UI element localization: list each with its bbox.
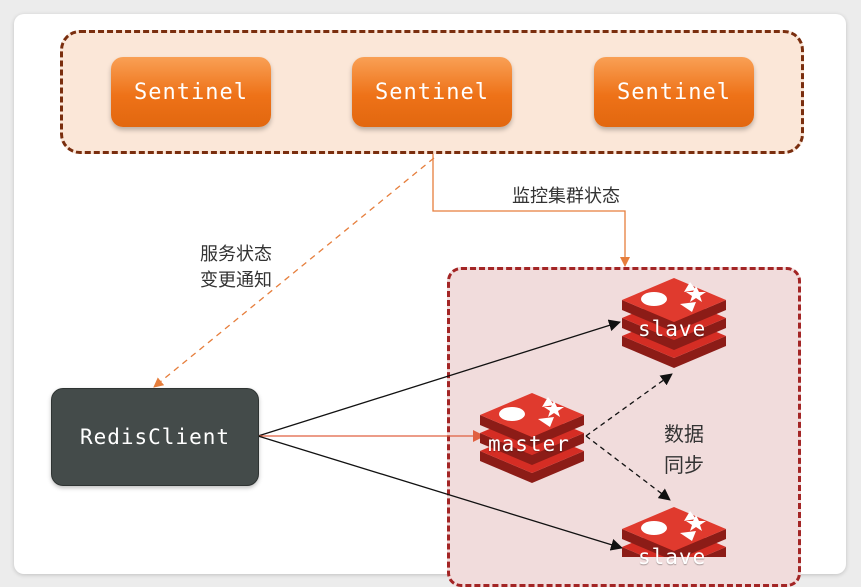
sync-label-line1: 数据 — [664, 422, 704, 446]
notify-arrow — [153, 157, 435, 388]
monitor-arrow — [432, 154, 630, 267]
sync-label-line2: 同步 — [664, 453, 704, 477]
sync-arrow-top — [585, 373, 673, 437]
redis-client-node: RedisClient — [51, 388, 259, 486]
notify-label-line1: 服务状态 — [200, 244, 272, 265]
sentinel-node-1: Sentinel — [111, 57, 271, 127]
slave-top-label: slave — [638, 317, 707, 341]
sync-arrow-bottom — [585, 435, 671, 501]
notify-label-line2: 变更通知 — [200, 270, 272, 291]
slave-bottom-label: slave — [638, 545, 707, 569]
client-to-slave-bottom-arrow — [257, 435, 623, 551]
sentinel-node-2: Sentinel — [352, 57, 512, 127]
sentinel-node-3: Sentinel — [594, 57, 754, 127]
arrows-layer — [153, 154, 726, 557]
master-label: master — [488, 432, 570, 456]
client-to-slave-top-arrow — [257, 319, 621, 437]
monitor-label: 监控集群状态 — [512, 186, 620, 207]
